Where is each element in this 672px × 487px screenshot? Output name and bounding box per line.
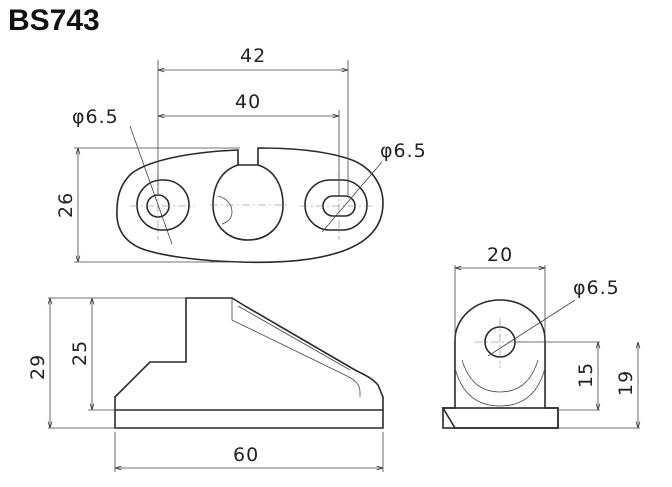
dim-end-width: 20 xyxy=(487,244,513,266)
end-base-plate xyxy=(442,407,559,429)
dim-step-height: 25 xyxy=(69,340,91,366)
dim-hole-height: 15 xyxy=(575,362,597,388)
side-view: 29 25 60 xyxy=(27,297,384,472)
end-cup-outer xyxy=(454,367,546,407)
top-view: 42 40 26 φ6.5 φ6.5 xyxy=(55,45,427,264)
side-view-outline xyxy=(114,297,384,429)
side-ramp-edge xyxy=(237,305,351,371)
right-hole-diameter-label: φ6.5 xyxy=(380,140,427,162)
dim-overall-length: 42 xyxy=(240,45,266,67)
dim-side-length: 60 xyxy=(233,444,259,466)
left-hole-diameter-label: φ6.5 xyxy=(72,106,119,128)
right-hole-boss xyxy=(304,179,368,231)
part-number-title: BS743 xyxy=(8,4,100,37)
slot-inner-arc xyxy=(217,195,233,225)
dim-end-height: 19 xyxy=(615,370,637,396)
side-ramp-inner xyxy=(231,298,361,397)
end-cup-curve xyxy=(461,359,539,393)
left-hole-boss xyxy=(136,179,190,231)
dim-top-height: 26 xyxy=(55,192,77,218)
dim-total-height: 29 xyxy=(27,354,49,380)
top-view-outline xyxy=(116,147,384,264)
end-hole-diameter-label: φ6.5 xyxy=(573,277,620,299)
end-view: 20 φ6.5 15 19 xyxy=(441,244,640,429)
dim-hole-spacing: 40 xyxy=(235,91,261,113)
center-slot xyxy=(212,164,284,241)
